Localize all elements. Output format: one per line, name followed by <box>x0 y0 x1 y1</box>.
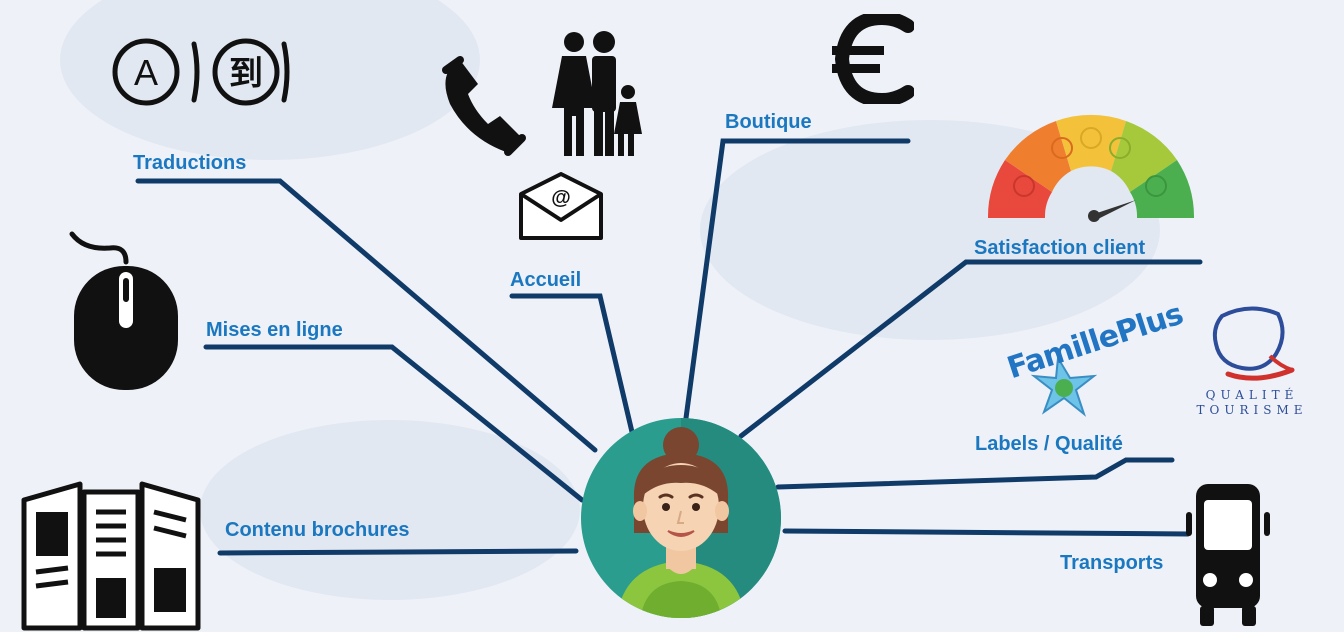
connector-mises-en-ligne <box>203 344 585 503</box>
connector-transports <box>782 528 1191 537</box>
phone-icon <box>442 56 526 156</box>
label-labels-qualite: Labels / Qualité <box>975 433 1123 455</box>
woman-avatar-icon <box>581 418 781 618</box>
email-icon: @ <box>519 172 603 240</box>
label-mises-en-ligne: Mises en ligne <box>206 319 343 341</box>
translate-glyph-latin: A <box>134 52 158 93</box>
qualite-line2: TOURISME <box>1196 403 1308 417</box>
connector-traductions <box>135 178 598 453</box>
label-traductions: Traductions <box>133 152 247 174</box>
svg-text:@: @ <box>551 187 571 209</box>
satisfaction-gauge-icon <box>987 114 1195 222</box>
label-accueil: Accueil <box>510 269 582 291</box>
label-transports: Transports <box>1060 552 1164 574</box>
qualite-line1: QUALITÉ <box>1205 388 1299 402</box>
family-icon <box>552 31 642 156</box>
connector-labels <box>775 457 1175 490</box>
label-contenu-brochures: Contenu brochures <box>225 519 410 541</box>
brochure-icon <box>21 481 201 631</box>
label-boutique: Boutique <box>725 111 812 133</box>
qualite-tourisme-logo: QUALITÉ TOURISME <box>1172 304 1332 424</box>
translate-glyph-cjk: 到 <box>229 54 263 94</box>
bus-icon <box>1186 484 1270 626</box>
mouse-icon <box>69 231 178 390</box>
euro-icon <box>832 14 914 104</box>
connector-brochures <box>217 548 579 556</box>
connector-satisfaction <box>738 259 1203 439</box>
background-shape <box>60 0 480 160</box>
label-satisfaction-client: Satisfaction client <box>974 237 1146 259</box>
connector-accueil <box>509 293 635 435</box>
famille-plus-logo: FamillePlus <box>998 297 1187 418</box>
connector-boutique <box>683 138 911 421</box>
translate-icon: A 到 <box>112 38 290 106</box>
